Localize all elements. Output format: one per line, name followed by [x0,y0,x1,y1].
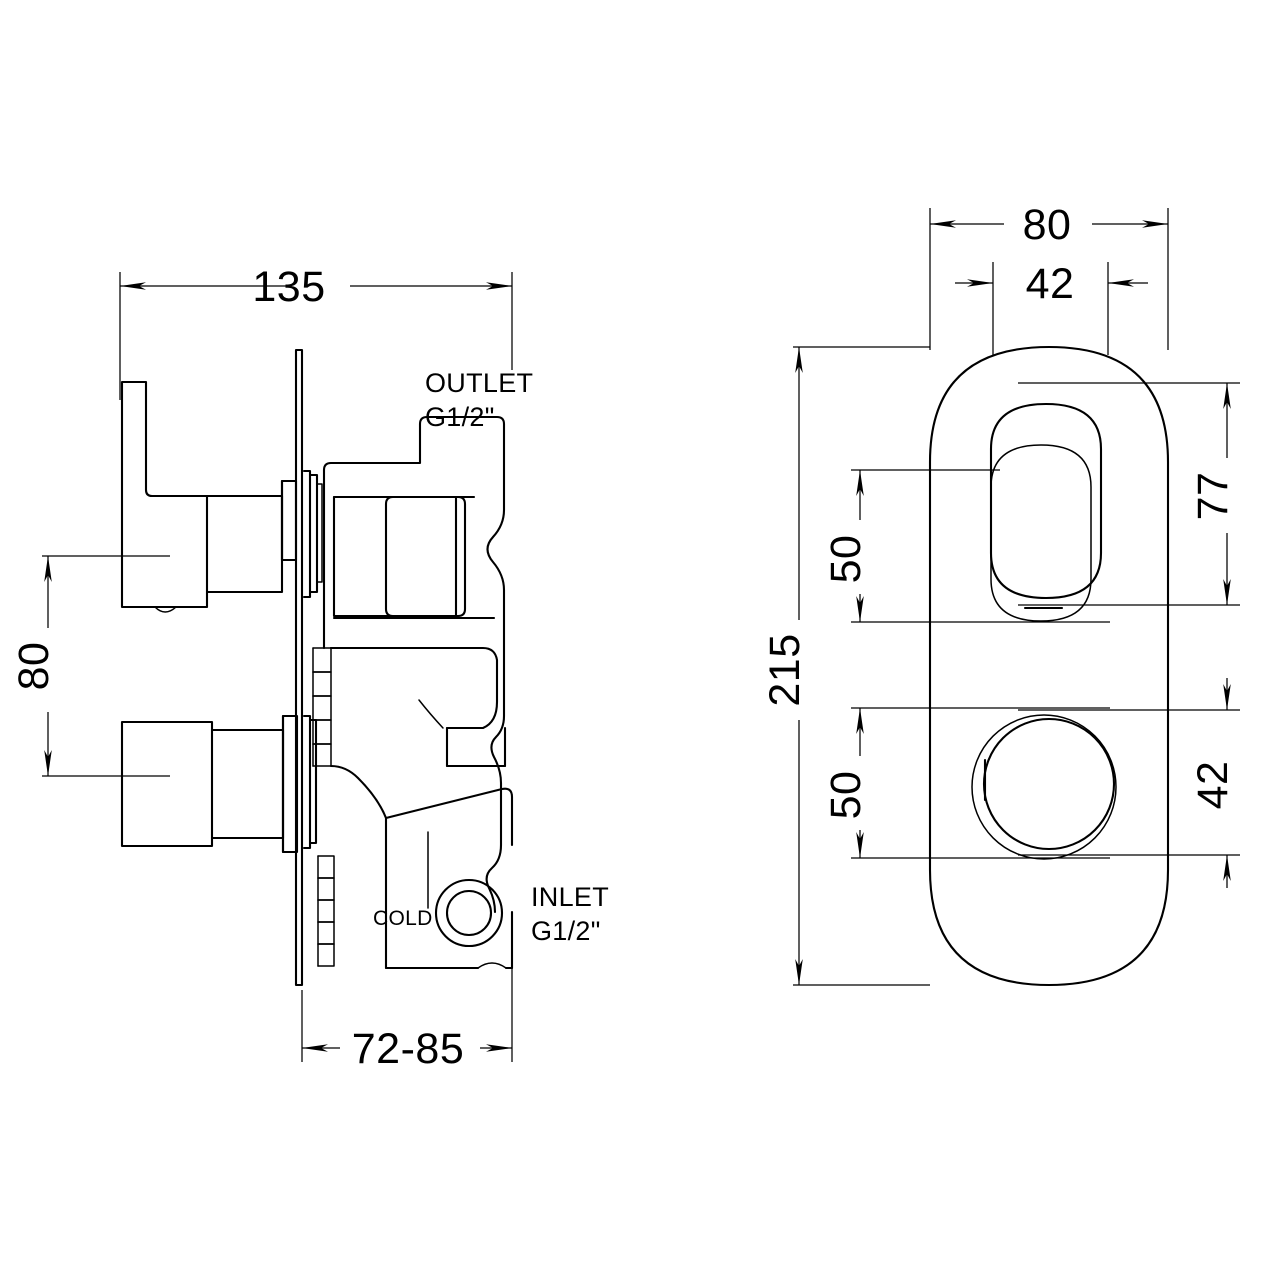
side-threaded-edge-detail [312,647,335,967]
dim-plate-width-80: 80 [929,201,1169,350]
side-flange-stack-upper [302,469,323,599]
side-mid-body-flare [329,646,507,768]
dim-lower-control-offset-50: 50 [822,707,1110,859]
front-faceplate-outline [928,345,1170,987]
dim-label-upper-control-height: 77 [1189,472,1237,521]
side-inlet-port [434,878,504,948]
dim-control-width-42: 42 [955,260,1148,355]
dim-upper-control-offset-50: 50 [822,469,1110,623]
side-bottom-knob-handle [120,714,299,854]
dim-label-lower-control-height: 42 [1189,761,1237,810]
front-lower-round-control [971,714,1117,860]
dim-handle-spacing-80: 80 [10,555,170,777]
dim-label-wall-thickness: 72-85 [352,1025,464,1073]
label-cold: COLD [373,907,433,930]
dim-label-upper-control-offset: 50 [822,535,870,584]
dim-upper-control-height-77: 77 [1018,382,1240,606]
side-valve-body-outline [322,415,506,914]
label-outlet-line1: OUTLET [425,368,533,398]
front-upper-oval-control [989,402,1103,622]
label-inlet-line1: INLET [531,882,609,912]
dim-label-plate-width: 80 [1023,201,1072,249]
dim-lower-control-height-42: 42 [1018,678,1240,888]
label-inlet-line2: G1/2" [531,916,601,946]
dim-label-handle-spacing: 80 [10,642,58,691]
dim-wall-thickness-72-85: 72-85 [301,960,513,1073]
dim-plate-height-215: 215 [761,346,930,986]
front-face-view: 80 42 215 50 [761,201,1240,987]
dim-label-lower-control-offset: 50 [822,771,870,820]
side-section-view: 135 80 72-85 [10,263,609,1073]
label-outlet-line2: G1/2" [425,402,495,432]
side-top-handle-stem [205,479,298,608]
side-top-lever-handle [120,380,209,613]
dim-overall-depth-135: 135 [119,263,513,400]
dim-label-plate-height: 215 [761,633,809,706]
dim-label-control-width: 42 [1026,260,1075,308]
side-lower-cone-skirt [329,764,514,970]
side-wall-plate [294,348,304,987]
side-flange-stack-lower [302,714,318,850]
side-cartridge-blocks [332,495,496,620]
dim-label-overall-depth: 135 [252,263,325,311]
